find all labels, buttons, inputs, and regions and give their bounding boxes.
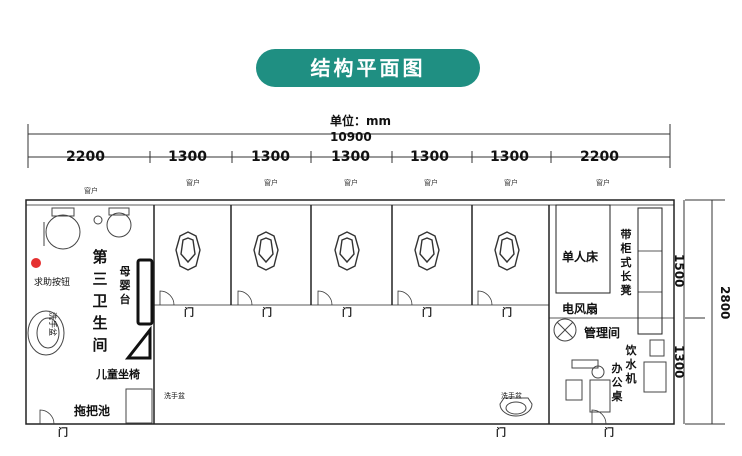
building-walls xyxy=(25,199,675,425)
window-label-1: 窗户 xyxy=(84,187,98,195)
dimension-segment-2: 1300 xyxy=(168,149,207,165)
wash-basin-fixture xyxy=(499,397,533,417)
window-label-4: 窗户 xyxy=(344,179,358,187)
unit-label: 单位：mm xyxy=(330,114,392,128)
door-label-stall-1: 门 xyxy=(184,308,194,319)
window-label-3: 窗户 xyxy=(264,179,278,187)
baby-changing-table-label: 母婴台 xyxy=(119,265,131,306)
window-label-6: 窗户 xyxy=(504,179,518,187)
door-label-stall-4: 门 xyxy=(422,308,432,319)
dimension-lines xyxy=(27,124,725,425)
bench-label: 带柜式长凳 xyxy=(620,228,632,297)
window-label-5: 窗户 xyxy=(424,179,438,187)
mop-pool-label: 拖把池 xyxy=(74,404,111,418)
door-label-stall-2: 门 xyxy=(262,308,272,319)
total-dimension: 10900 xyxy=(330,130,372,144)
help-button-label: 求助按钮 xyxy=(34,278,71,288)
window-label-2: 窗户 xyxy=(186,179,200,187)
squat-toilets xyxy=(175,231,520,271)
single-bed-label: 单人床 xyxy=(562,250,599,264)
wash-basin-label-center: 洗手盆 xyxy=(501,392,522,400)
right-dimension-bottom: 1300 xyxy=(672,345,686,379)
fan-label: 电风扇 xyxy=(562,302,599,316)
help-button-dot xyxy=(31,258,41,268)
third-restroom-fixtures xyxy=(27,207,154,424)
window-label-7: 窗户 xyxy=(596,179,610,187)
third-restroom-label: 第三卫生间 xyxy=(92,248,108,354)
door-label-stall-5: 门 xyxy=(502,308,512,319)
right-dimension-top: 1500 xyxy=(672,254,686,288)
door-label-third-restroom: 门 xyxy=(58,428,68,439)
dimension-segment-6: 1300 xyxy=(490,149,529,165)
dimension-segment-1: 2200 xyxy=(66,149,105,165)
right-dimension-total: 2800 xyxy=(718,286,732,320)
diagram-title: 结构平面图 xyxy=(256,49,480,87)
wash-basin-label-left: 洗手盆 xyxy=(48,312,57,336)
door-label-management: 门 xyxy=(604,428,614,439)
dimension-segment-3: 1300 xyxy=(251,149,290,165)
door-swings xyxy=(39,290,607,425)
management-room-label: 管理间 xyxy=(584,326,621,340)
dimension-segment-7: 2200 xyxy=(580,149,619,165)
door-label-main: 门 xyxy=(496,428,506,439)
child-seat-label: 儿童坐椅 xyxy=(96,368,140,381)
management-fixtures xyxy=(553,318,667,413)
water-dispenser-label: 饮水机 xyxy=(625,344,637,385)
wash-basin-label-middle: 洗手盆 xyxy=(164,392,185,400)
office-desk-label: 办公桌 xyxy=(611,362,623,403)
dimension-segment-4: 1300 xyxy=(331,149,370,165)
door-label-stall-3: 门 xyxy=(342,308,352,319)
dimension-segment-5: 1300 xyxy=(410,149,449,165)
